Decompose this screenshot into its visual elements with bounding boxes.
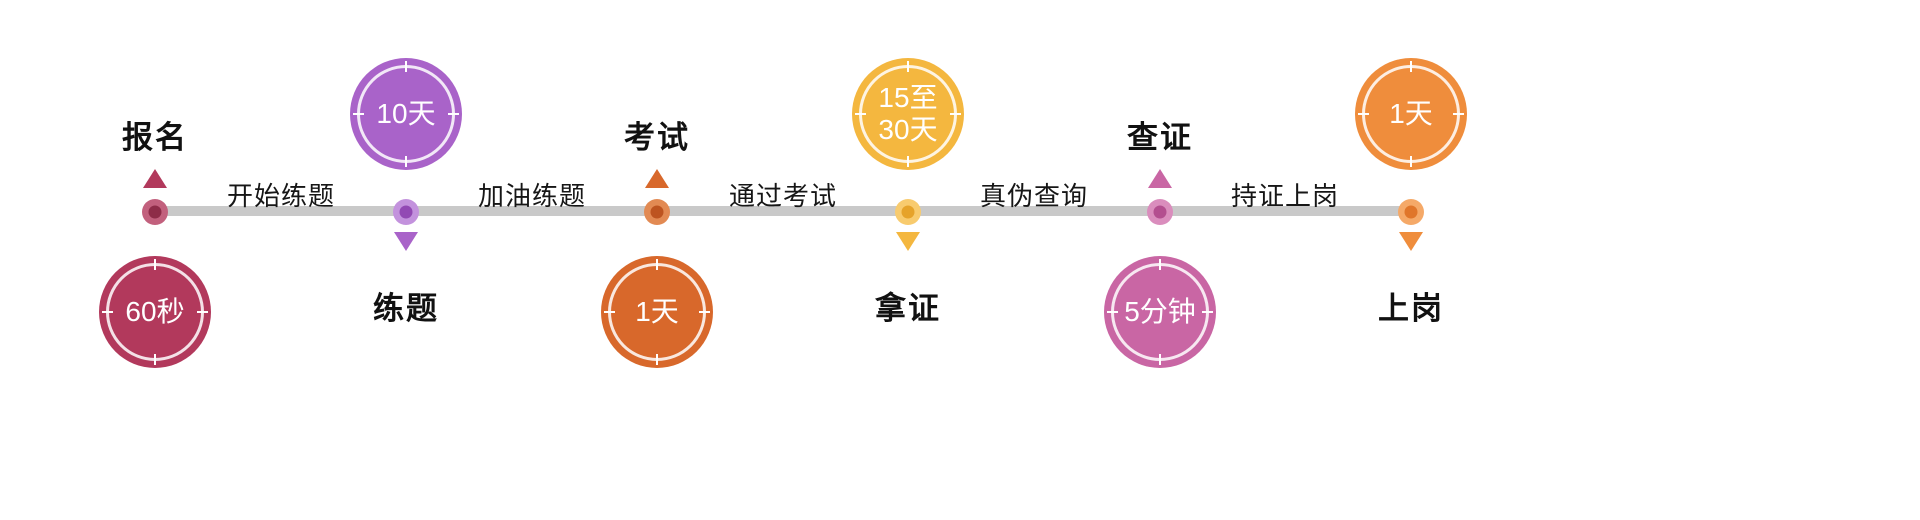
duration-label: 1天 — [1389, 97, 1433, 129]
stopwatch-icon: 60秒 — [99, 256, 211, 368]
duration-label: 5分钟 — [1124, 295, 1196, 327]
timeline-dot — [895, 199, 921, 225]
arrow-up-icon — [645, 169, 669, 188]
duration-label: 1天 — [635, 295, 679, 327]
arrow-down-icon — [896, 232, 920, 251]
timeline-dot — [393, 199, 419, 225]
timeline-bar — [148, 206, 1420, 216]
node-label: 练题 — [373, 291, 439, 326]
stopwatch-icon: 1天 — [601, 256, 713, 368]
arrow-up-icon — [1148, 169, 1172, 188]
stopwatch-icon: 15至30天 — [852, 58, 964, 170]
duration-label: 10天 — [376, 97, 436, 129]
timeline-dot — [1147, 199, 1173, 225]
mid-label-verify-authenticity: 真伪查询 — [979, 181, 1089, 211]
node-label: 拿证 — [875, 291, 941, 326]
arrow-up-icon — [143, 169, 167, 188]
node-label: 上岗 — [1378, 291, 1444, 326]
arrow-down-icon — [1399, 232, 1423, 251]
stopwatch-icon: 1天 — [1355, 58, 1467, 170]
mid-label-start-practice: 开始练题 — [226, 181, 336, 211]
stopwatch-icon: 5分钟 — [1104, 256, 1216, 368]
duration-label: 15至30天 — [878, 81, 938, 145]
timeline-dot — [142, 199, 168, 225]
mid-label-keep-practicing: 加油练题 — [477, 181, 587, 211]
stopwatch-icon: 10天 — [350, 58, 462, 170]
node-label: 查证 — [1127, 120, 1193, 155]
timeline-dot — [1398, 199, 1424, 225]
node-label: 报名 — [122, 120, 188, 155]
duration-label: 60秒 — [125, 295, 185, 327]
timeline-dot — [644, 199, 670, 225]
mid-label-pass-exam: 通过考试 — [728, 181, 838, 211]
node-label: 考试 — [624, 120, 690, 155]
arrow-down-icon — [394, 232, 418, 251]
mid-label-work-with-cert: 持证上岗 — [1230, 181, 1340, 211]
